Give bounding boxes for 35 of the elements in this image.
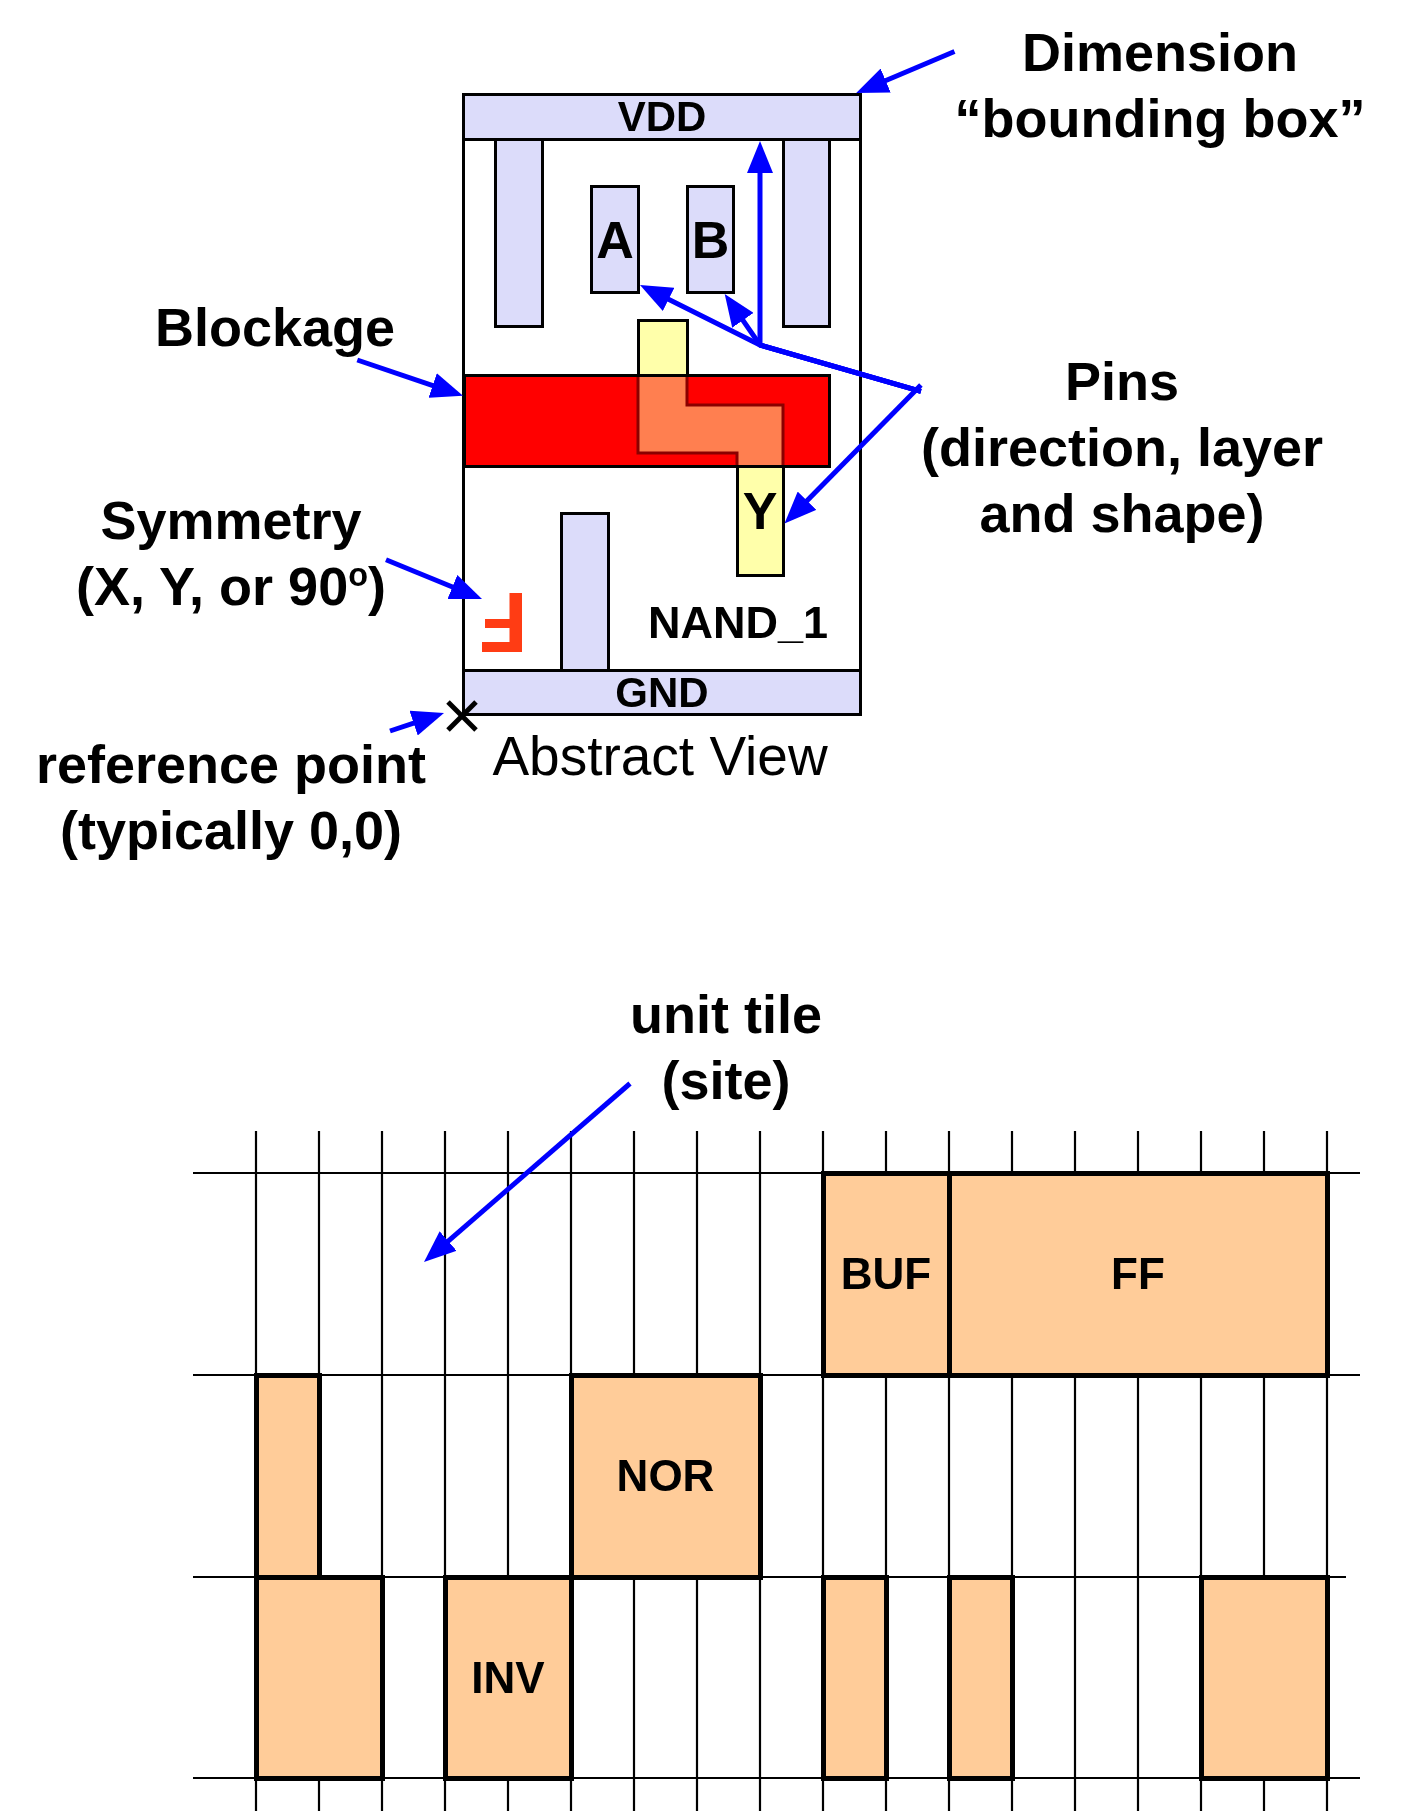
- blockage-area: [463, 374, 831, 468]
- callout-label: reference point (typically 0,0): [35, 731, 427, 863]
- arrow: [782, 383, 923, 526]
- placed-cell: FF: [946, 1170, 1330, 1378]
- placed-cell: NOR: [568, 1372, 763, 1580]
- callout-label: Blockage: [154, 294, 396, 360]
- placed-cell: [253, 1372, 322, 1575]
- arrow: [385, 557, 483, 602]
- rotated-f-icon: [482, 593, 522, 652]
- placed-cell: [253, 1574, 385, 1781]
- arrow: [722, 292, 922, 394]
- output-pin: Y: [636, 318, 785, 577]
- metal-bar: [494, 138, 544, 328]
- placed-cell: [820, 1574, 889, 1781]
- x-mark-icon: [444, 698, 480, 734]
- view-caption: Abstract View: [492, 725, 828, 789]
- placed-cell: BUF: [820, 1170, 947, 1378]
- callout-label: Symmetry (X, Y, or 90$^{o}$): [76, 487, 386, 619]
- cell-outline: [462, 93, 862, 716]
- placed-cell: [946, 1574, 1015, 1781]
- power-rail: VDD: [462, 93, 862, 141]
- callout-label: Dimension “bounding box”: [954, 19, 1366, 151]
- ground-rail: GND: [462, 669, 862, 716]
- arrow: [356, 357, 464, 399]
- cell-name: NAND_1: [648, 597, 828, 649]
- input-pin: B: [686, 185, 735, 294]
- placed-cell: INV: [442, 1574, 574, 1781]
- callout-label: unit tile (site): [630, 981, 822, 1113]
- input-pin: A: [590, 185, 640, 294]
- metal-bar: [560, 512, 610, 672]
- placed-cell: [1198, 1574, 1330, 1781]
- arrow: [422, 1081, 632, 1264]
- metal-bar: [782, 138, 831, 328]
- arrow: [855, 49, 956, 96]
- callout-label: Pins (direction, layer and shape): [920, 348, 1324, 546]
